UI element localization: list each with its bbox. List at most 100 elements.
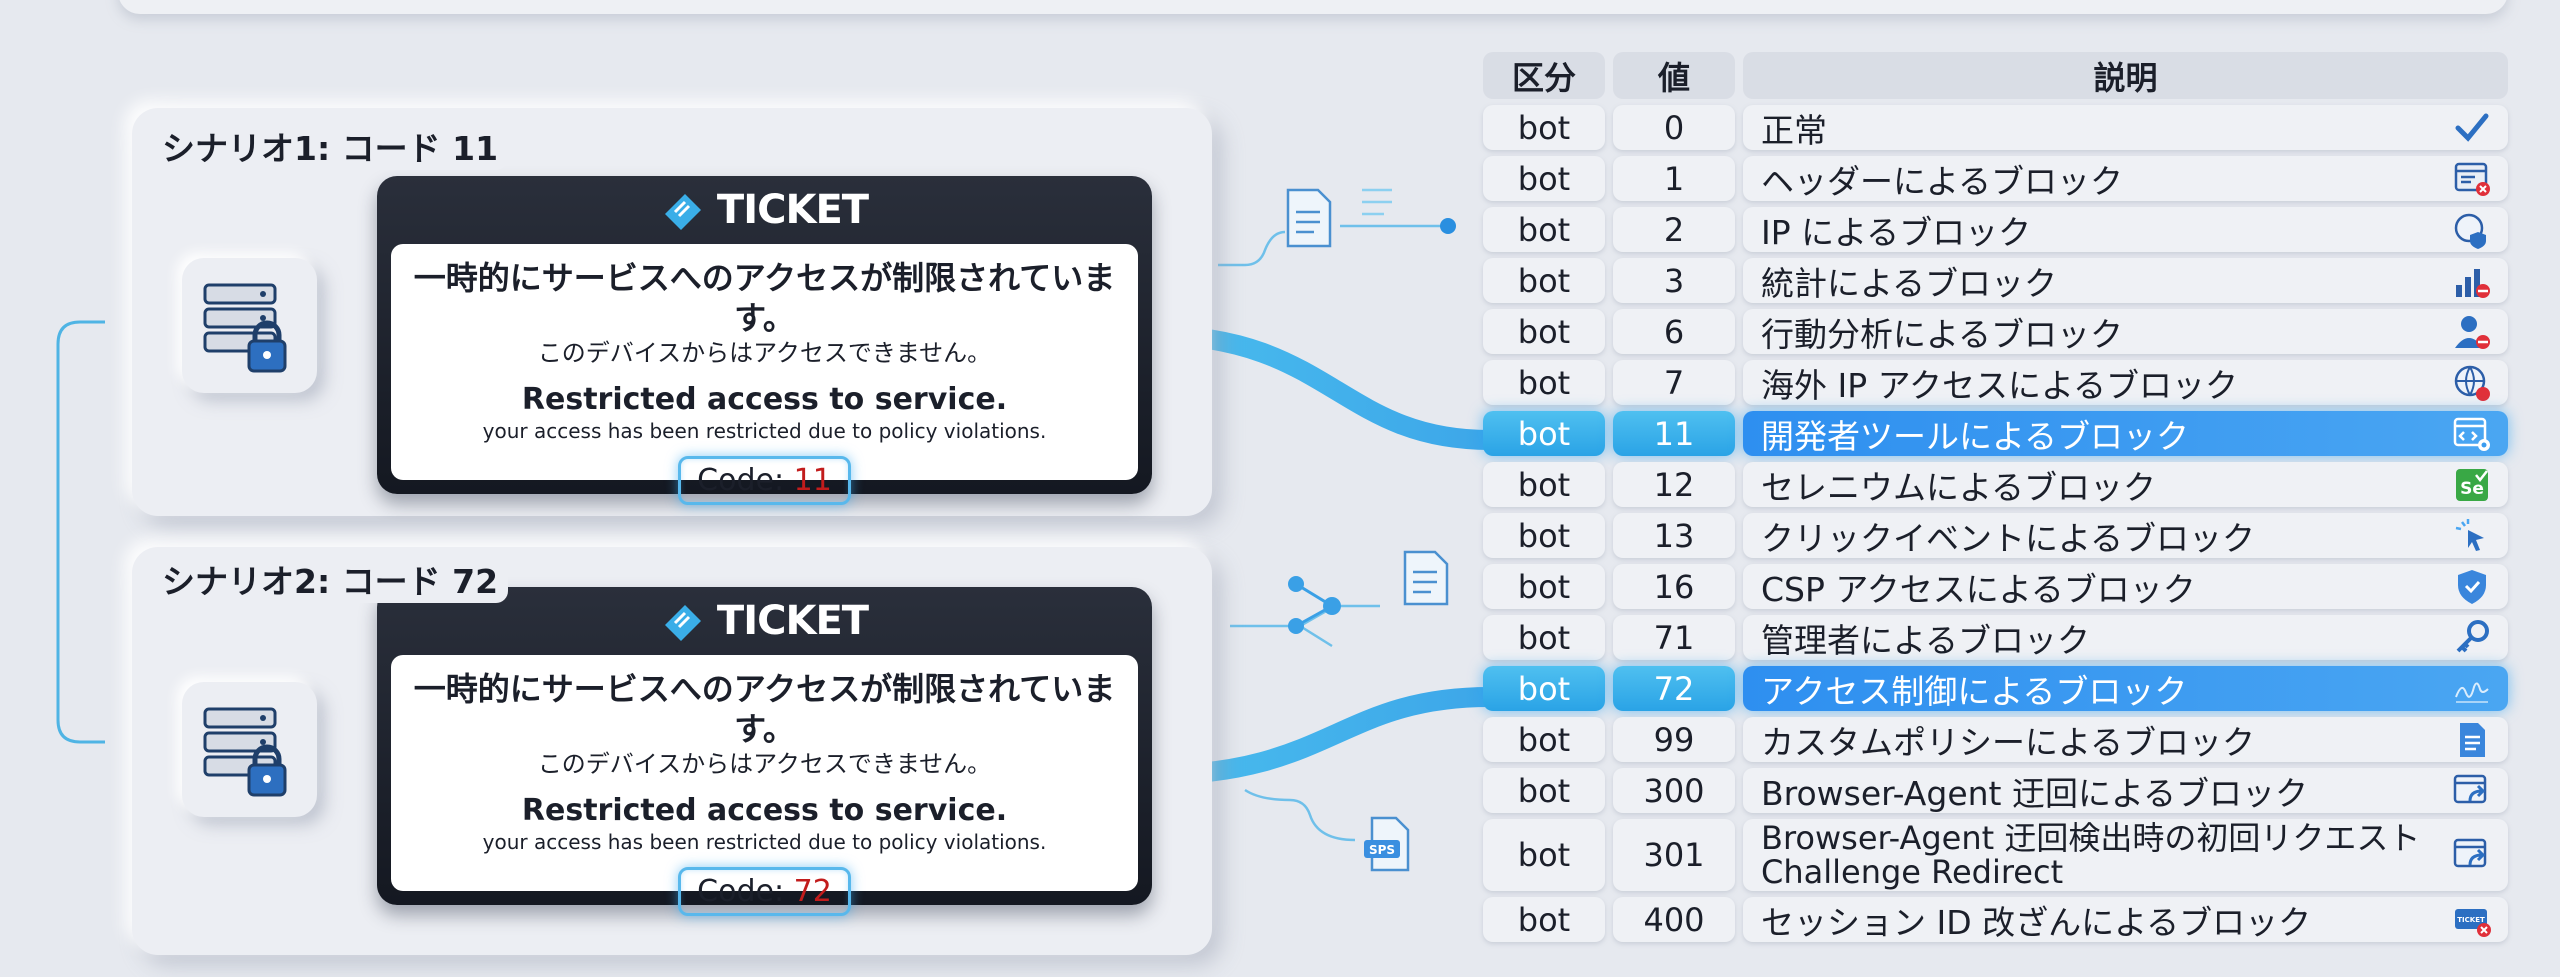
cell-kind: bot: [1483, 360, 1605, 405]
jp-message: 一時的にサービスへのアクセスが制限されています。: [413, 670, 1116, 748]
redirect-icon: [2453, 774, 2487, 803]
document-icon: [2460, 722, 2485, 757]
header-kind: 区分: [1483, 52, 1605, 99]
description-text: アクセス制御によるブロック: [1761, 671, 2188, 711]
code-badge: Code: 72: [678, 867, 851, 916]
header-value: 値: [1613, 52, 1735, 99]
check-icon: [2455, 113, 2489, 142]
document-icon: [1403, 550, 1449, 606]
ticket-card: TICKET 一時的にサービスへのアクセスが制限されています。 このデバイスから…: [377, 587, 1152, 916]
cell-description: ヘッダーによるブロック: [1743, 156, 2508, 201]
cell-value: 1: [1613, 156, 1735, 201]
scenario-title: シナリオ1: コード 11: [152, 122, 509, 170]
description-text: クリックイベントによるブロック: [1761, 518, 2256, 558]
svg-text:TICKET: TICKET: [2457, 916, 2485, 924]
description-text: 海外 IP アクセスによるブロック: [1761, 365, 2238, 405]
signature-icon: [2455, 682, 2489, 703]
description-text: セレニウムによるブロック: [1761, 467, 2157, 507]
flow-line-11: [1142, 325, 1500, 450]
cell-kind: bot: [1483, 717, 1605, 762]
cell-description: CSP アクセスによるブロック: [1743, 564, 2508, 609]
en-message: Restricted access to service.: [521, 382, 1008, 417]
description-text: CSP アクセスによるブロック: [1761, 569, 2196, 609]
en-submessage: your access has been restricted due to p…: [482, 419, 1047, 443]
cell-kind: bot: [1483, 666, 1605, 711]
jp-submessage: このデバイスからはアクセスできません。: [537, 339, 992, 367]
user-block-icon: [2455, 315, 2490, 349]
cell-kind: bot: [1483, 564, 1605, 609]
ticket-title: TICKET: [716, 187, 869, 233]
code-value: 72: [793, 874, 832, 909]
sps-text: SPS: [1369, 843, 1395, 857]
cell-kind: bot: [1483, 411, 1605, 456]
description-text: 開発者ツールによるブロック: [1761, 416, 2190, 456]
description-text: 統計によるブロック: [1761, 263, 2058, 303]
cell-value: 13: [1613, 513, 1735, 558]
key-icon: [2456, 619, 2489, 652]
cell-kind: bot: [1483, 897, 1605, 942]
description-text: ヘッダーによるブロック: [1761, 161, 2124, 201]
cell-kind: bot: [1483, 615, 1605, 660]
devtools-icon: [2453, 417, 2490, 451]
cell-description: 管理者によるブロック: [1743, 615, 2508, 660]
code-value: 11: [793, 463, 832, 498]
server-lock-icon: [203, 707, 286, 796]
cell-description: カスタムポリシーによるブロック: [1743, 717, 2508, 762]
redirect-icon: [2453, 838, 2487, 868]
cell-description: アクセス制御によるブロック: [1743, 666, 2508, 711]
cell-value: 12: [1613, 462, 1735, 507]
cell-description: 開発者ツールによるブロック: [1743, 411, 2508, 456]
cell-description: IP によるブロック: [1743, 207, 2508, 252]
cell-description: 正常: [1743, 105, 2508, 150]
cell-value: 400: [1613, 897, 1735, 942]
cell-value: 300: [1613, 768, 1735, 813]
click-icon: [2455, 518, 2484, 551]
en-submessage: your access has been restricted due to p…: [482, 830, 1047, 854]
ticket-block-icon: TICKET: [2455, 908, 2491, 937]
selenium-icon: Se: [2456, 468, 2488, 501]
stats-block-icon: [2456, 268, 2490, 298]
header-description: 説明: [1743, 52, 2508, 99]
cell-value: 2: [1613, 207, 1735, 252]
cell-value: 3: [1613, 258, 1735, 303]
description-text: セッション ID 改ざんによるブロック: [1761, 902, 2312, 942]
top-card-edge: [118, 0, 2508, 14]
cell-description: クリックイベントによるブロック: [1743, 513, 2508, 558]
cell-value: 6: [1613, 309, 1735, 354]
table-header: 区分 値 説明: [1483, 52, 2508, 99]
server-lock-tile: [182, 258, 317, 393]
cell-value: 0: [1613, 105, 1735, 150]
cell-kind: bot: [1483, 819, 1605, 891]
cell-description: Browser-Agent 迂回によるブロック: [1743, 768, 2508, 813]
cell-kind: bot: [1483, 768, 1605, 813]
code-badge: Code: 11: [678, 456, 851, 505]
cell-kind: bot: [1483, 309, 1605, 354]
ticket-title: TICKET: [716, 598, 869, 644]
scenario-title: シナリオ2: コード 72: [152, 555, 509, 603]
server-lock-icon: [203, 283, 286, 372]
ticket-icon: [664, 605, 701, 641]
document-icon: [1286, 188, 1332, 248]
cell-description: セレニウムによるブロック Se: [1743, 462, 2508, 507]
cell-description: セッション ID 改ざんによるブロック TICKET: [1743, 897, 2508, 942]
scenario-panel-2: シナリオ2: コード 72 TICKET 一時的にサービスへのアクセスが制限され…: [132, 547, 1212, 955]
description-text: カスタムポリシーによるブロック: [1761, 722, 2256, 762]
cell-value: 7: [1613, 360, 1735, 405]
cell-kind: bot: [1483, 156, 1605, 201]
cell-value: 301: [1613, 819, 1735, 891]
browser-block-icon: [2454, 162, 2490, 196]
globe-ip-icon: [2454, 365, 2490, 401]
